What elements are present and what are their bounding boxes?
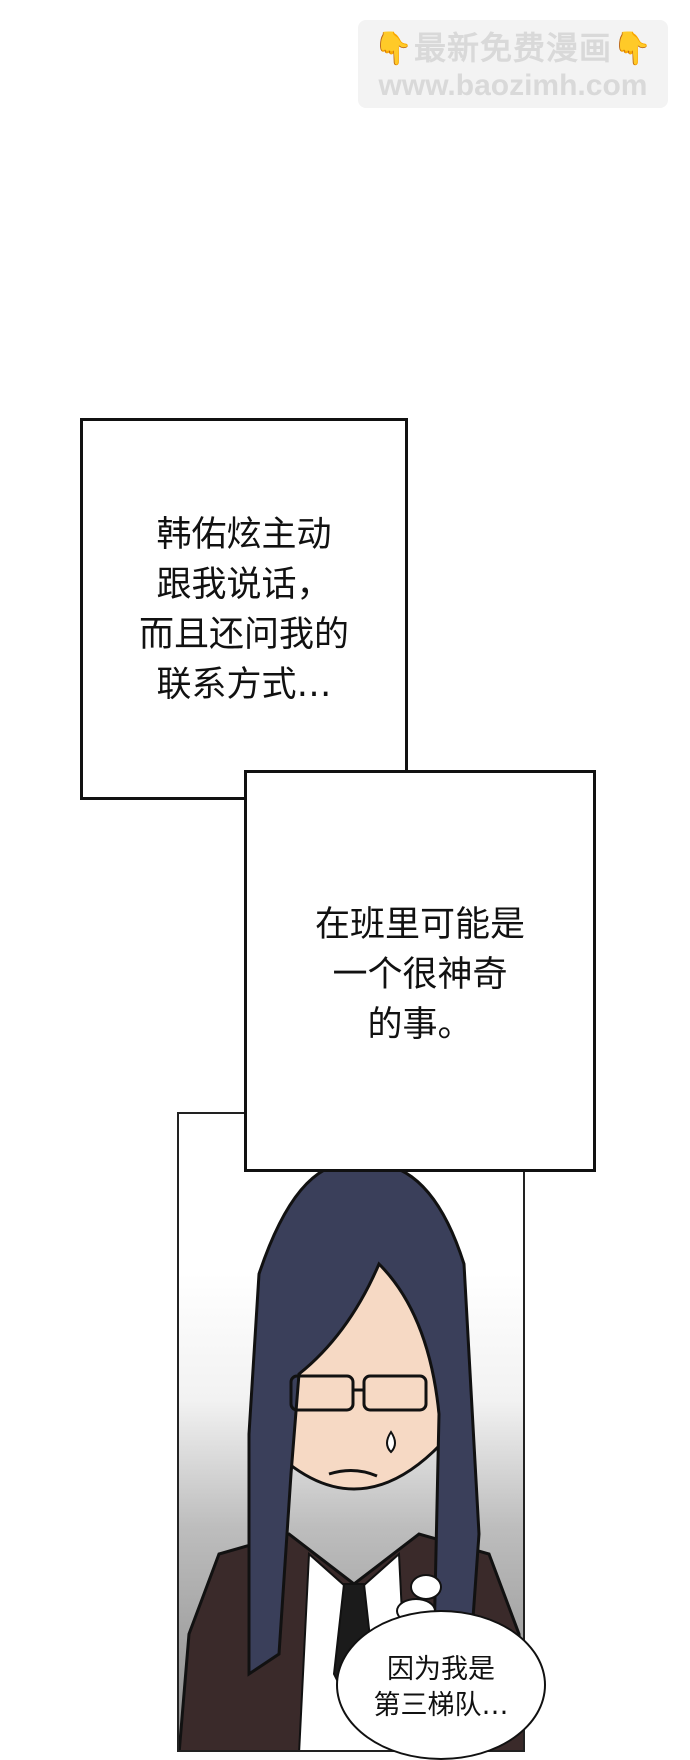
watermark-banner: 👇最新免费漫画👇 www.baozimh.com	[358, 20, 668, 108]
watermark-title: 最新免费漫画	[413, 29, 612, 67]
glasses-right-lens	[362, 1374, 428, 1412]
narration-box-1	[80, 418, 408, 800]
pointing-down-hand-icon: 👇	[612, 29, 653, 67]
sweat-drop	[386, 1430, 396, 1454]
thought-bubble-dot	[410, 1574, 442, 1600]
mouth	[328, 1469, 378, 1478]
speech-bubble-text: 因为我是 第三梯队…	[373, 1654, 509, 1721]
narration-box-2	[244, 770, 596, 1172]
pointing-down-hand-icon: 👇	[373, 29, 414, 67]
watermark-url: www.baozimh.com	[378, 69, 648, 102]
glasses-left-lens	[289, 1374, 355, 1412]
narration-text-1: 韩佑炫主动 跟我说话， 而且还问我的 联系方式…	[138, 515, 349, 705]
narration-text-2: 在班里可能是 一个很神奇 的事。	[314, 905, 525, 1045]
